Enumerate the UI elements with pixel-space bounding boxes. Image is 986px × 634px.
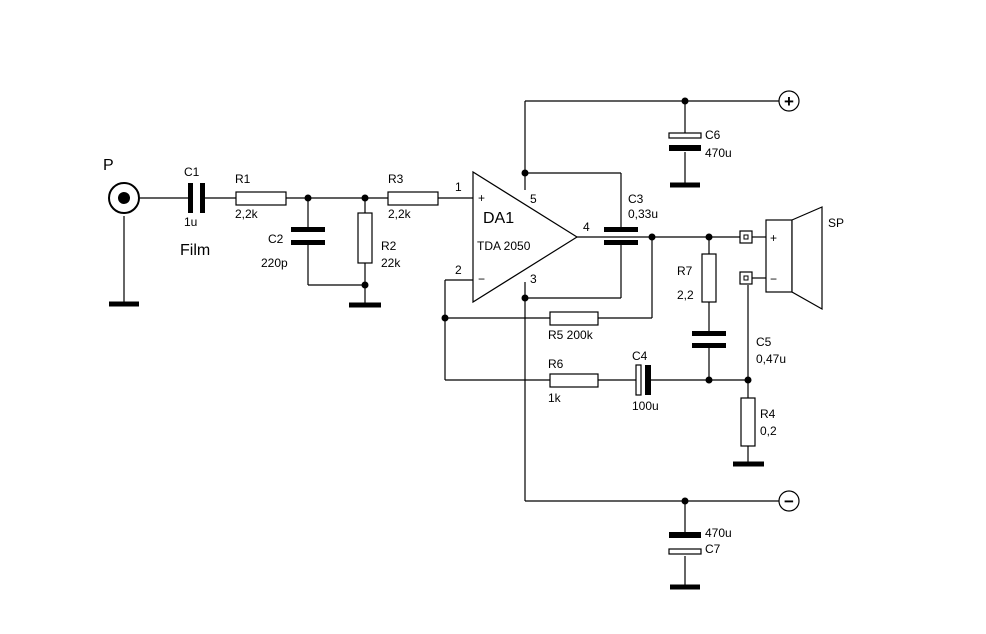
r3-label: R3	[388, 172, 404, 186]
r4-value: 0,2	[760, 424, 777, 438]
c5-value: 0,47u	[756, 352, 786, 366]
capacitor-c6: C6 470u	[668, 128, 732, 188]
c4-value: 100u	[632, 399, 659, 413]
c1-value: 1u	[184, 215, 197, 229]
resistor-r7: R7 2,2	[677, 253, 717, 303]
r7-label: R7	[677, 264, 693, 278]
speaker-label: SP	[828, 216, 844, 230]
c3-label: C3	[628, 192, 644, 206]
resistor-r5: R5 200k	[548, 311, 599, 342]
c5-label: C5	[756, 335, 772, 349]
r2-label: R2	[381, 239, 397, 253]
pin-4: 4	[583, 220, 590, 234]
negative-sign: −	[784, 492, 794, 511]
c1-type: Film	[180, 242, 210, 259]
c4-label: C4	[632, 349, 648, 363]
resistor-r4: R4 0,2	[733, 397, 777, 467]
pin-3: 3	[530, 272, 537, 286]
r6-label: R6	[548, 357, 564, 371]
r4-label: R4	[760, 407, 776, 421]
pin-5: 5	[530, 192, 537, 206]
c1-label: C1	[184, 165, 200, 179]
c3-value: 0,33u	[628, 207, 658, 221]
c2-label: C2	[268, 232, 284, 246]
input-minus-sign: −	[478, 272, 485, 286]
r6-value: 1k	[548, 391, 562, 405]
c6-value: 470u	[705, 146, 732, 160]
capacitor-c4: C4 100u	[632, 349, 659, 413]
r5-label: R5 200k	[548, 328, 594, 342]
opamp-da1: DA1 TDA 2050 1 2 3 4 5 + −	[455, 170, 590, 304]
r7-value: 2,2	[677, 288, 694, 302]
resistor-r6: R6 1k	[548, 357, 599, 405]
pin-1: 1	[455, 180, 462, 194]
r2-value: 22k	[381, 256, 401, 270]
capacitor-c7: 470u C7	[668, 526, 732, 590]
sp-plus: +	[770, 231, 777, 245]
r1-label: R1	[235, 172, 251, 186]
c6-label: C6	[705, 128, 721, 142]
capacitor-c5: C5 0,47u	[692, 331, 786, 366]
r1-value: 2,2k	[235, 207, 259, 221]
resistor-r1: R1 2,2k	[235, 172, 287, 221]
negative-terminal: −	[778, 490, 800, 512]
ic-name: DA1	[483, 210, 514, 227]
capacitor-c1: C1 1u Film	[180, 165, 210, 259]
r3-value: 2,2k	[388, 207, 412, 221]
input-plus-sign: +	[478, 191, 485, 205]
pin-2: 2	[455, 263, 462, 277]
input-jack: P	[103, 157, 140, 307]
junction-dots	[304, 97, 752, 505]
c7-value: 470u	[705, 526, 732, 540]
capacitor-c3: C3 0,33u	[604, 192, 658, 245]
sp-minus: −	[770, 272, 777, 286]
ic-part: TDA 2050	[477, 239, 531, 253]
speaker-sp: + − SP	[739, 206, 844, 311]
c7-label: C7	[705, 542, 721, 556]
resistor-r3: R3 2,2k	[387, 172, 439, 221]
capacitor-c2: C2 220p	[261, 227, 325, 270]
wires	[123, 100, 779, 585]
resistor-r2: R2 22k	[349, 212, 401, 308]
input-label: P	[103, 157, 114, 174]
c2-value: 220p	[261, 256, 288, 270]
positive-sign: +	[784, 92, 794, 111]
positive-terminal: +	[778, 90, 800, 112]
